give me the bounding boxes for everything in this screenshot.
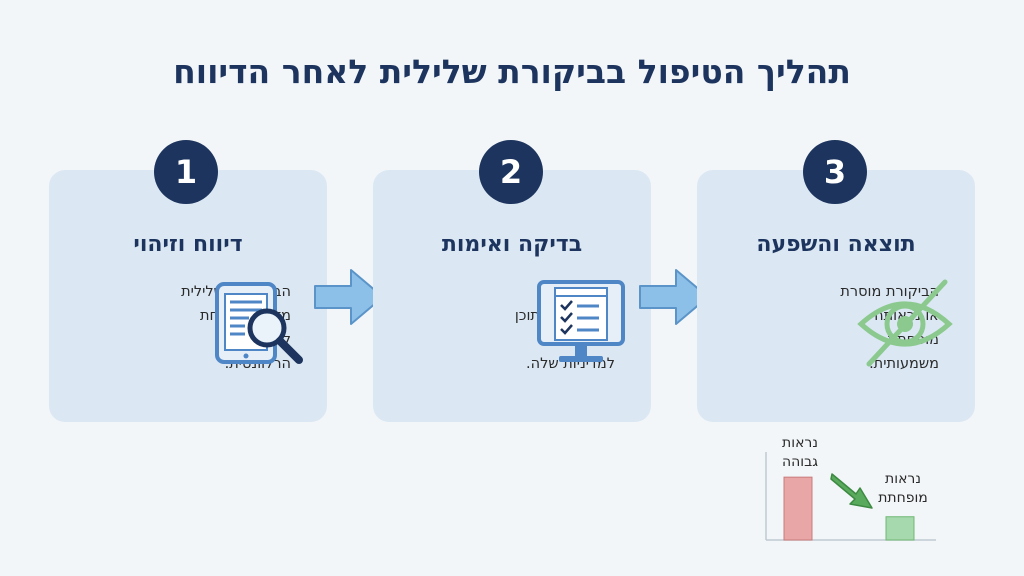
flow-arrow-icon [639,269,709,325]
step-card-3: תוצאה והשפעה הביקורת מוסרת או נראותה מופ… [697,170,975,422]
chart-label-line: גבוהה [782,454,818,470]
chart-label-high-visibility: נראות גבוהה [770,434,830,472]
monitor-checklist-icon [537,280,625,362]
page-title: תהליך הטיפול בביקורת שלילית לאחר הדיווח [173,52,851,91]
step-2-title: בדיקה ואימות [441,232,583,257]
step-1-title: דיווח וזיהוי [133,232,243,257]
step-3-line: משמעותית. [869,356,939,372]
step-2-number-badge: 2 [479,140,543,204]
chart-bar-reduced-visibility [885,516,915,541]
flow-arrow-icon [314,269,384,325]
step-3-number-badge: 3 [803,140,867,204]
chart-label-line: נראות [885,471,921,487]
decrease-arrow-icon [830,473,873,509]
chart-label-reduced-visibility: נראות מופחתת [868,470,938,508]
step-3-title: תוצאה והשפעה [756,232,916,257]
step-1-number-badge: 1 [154,140,218,204]
visibility-chart [765,452,936,541]
step-card-1: דיווח וזיהוי הביקורת השלילית מזוהה ומדוו… [49,170,327,422]
chart-label-line: נראות [782,435,818,451]
tablet-magnifier-icon [215,282,303,364]
chart-label-line: מופחתת [878,490,928,506]
step-card-2: בדיקה ואימות הפלטפורמה בוחנת את התוכן בה… [373,170,651,422]
chart-bar-high-visibility [783,476,813,541]
step-3-line: הביקורת מוסרת [840,284,939,300]
eye-slash-icon [857,279,953,367]
